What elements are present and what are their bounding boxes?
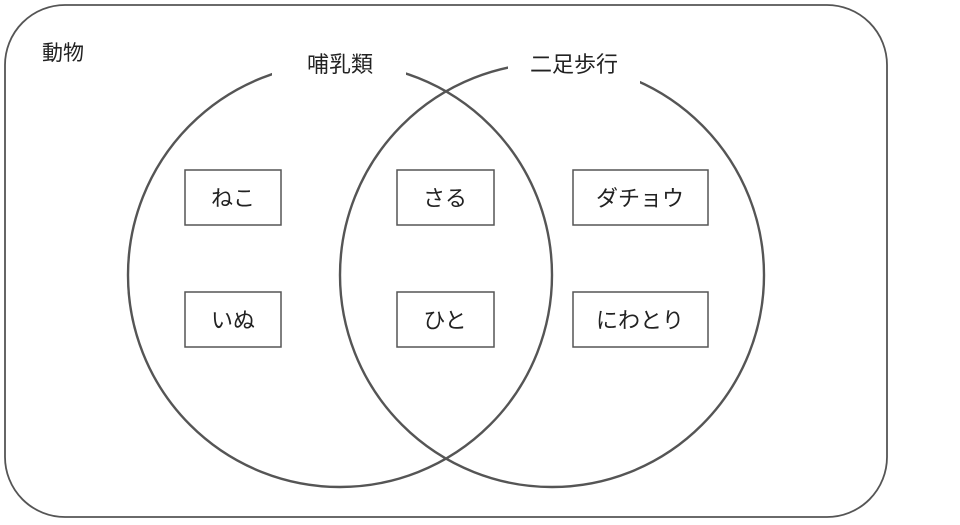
label-gap-right	[508, 44, 640, 84]
item-box-both-2: ひと	[396, 291, 495, 348]
item-box-right-1: ダチョウ	[572, 169, 709, 226]
item-label: いぬ	[211, 309, 255, 334]
item-box-left-1: ねこ	[184, 169, 282, 226]
item-label: ねこ	[211, 187, 255, 212]
item-label: にわとり	[596, 309, 684, 334]
label-gap-left	[272, 44, 406, 84]
set-label-right: 二足歩行	[530, 53, 618, 78]
set-label-left: 哺乳類	[307, 53, 373, 78]
item-box-both-1: さる	[396, 169, 495, 226]
item-label: さる	[423, 187, 467, 212]
item-label: ダチョウ	[596, 187, 684, 212]
item-box-left-2: いぬ	[184, 291, 282, 348]
universe-boundary	[4, 4, 888, 518]
universe-label: 動物	[42, 41, 84, 65]
item-label: ひと	[423, 309, 466, 334]
item-box-right-2: にわとり	[572, 291, 709, 348]
